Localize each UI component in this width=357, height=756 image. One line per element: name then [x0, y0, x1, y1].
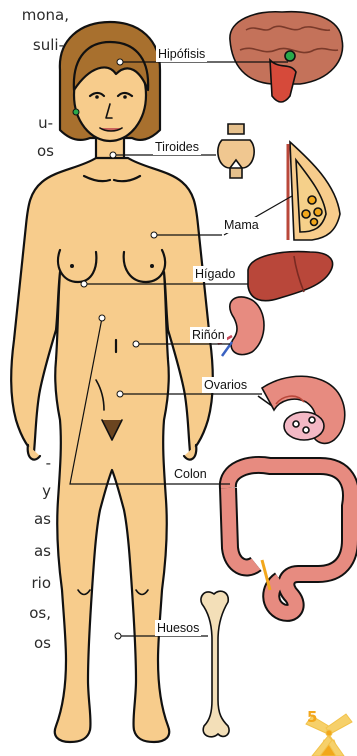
label-ovarios: Ovarios — [202, 377, 249, 393]
thyroid-icon — [218, 124, 254, 178]
label-hipofisis: Hipófisis — [156, 46, 207, 62]
bone-icon — [201, 591, 229, 737]
page-number: 5 — [307, 708, 317, 726]
label-tiroides: Tiroides — [153, 139, 201, 155]
label-rinon: Riñón — [190, 327, 227, 343]
label-colon: Colon — [172, 466, 209, 482]
breast-icon — [288, 142, 340, 240]
label-mama: Mama — [222, 217, 261, 233]
label-huesos: Huesos — [155, 620, 201, 636]
ovary-icon — [258, 376, 345, 443]
colon-icon — [228, 465, 351, 613]
brain-icon — [230, 12, 343, 102]
liver-icon — [248, 252, 333, 301]
label-higado: Hígado — [193, 266, 237, 282]
